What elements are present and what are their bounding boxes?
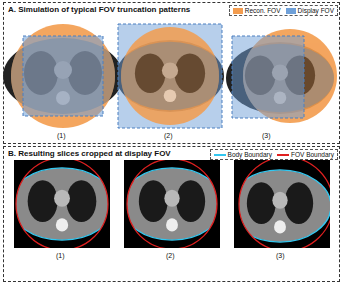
legend-box: Recon. FOV Display FOV: [229, 5, 338, 16]
panel-frame: B. Resulting slices cropped at display F…: [3, 146, 340, 282]
figure-number: (2): [166, 252, 175, 259]
legend-item: Body Boundary: [214, 151, 272, 158]
legend-text: Body Boundary: [228, 151, 272, 158]
legend-item: Display FOV: [286, 7, 334, 14]
panel-frame: A. Simulation of typical FOV truncation …: [3, 2, 340, 144]
legend-line-sample: [214, 152, 226, 158]
panel-title: A. Simulation of typical FOV truncation …: [8, 5, 190, 14]
panel-title: B. Resulting slices cropped at display F…: [8, 149, 171, 158]
figure-number: (1): [57, 132, 66, 139]
legend-swatch: [286, 8, 296, 14]
legend-swatch: [233, 8, 243, 14]
figure-number: (3): [262, 132, 271, 139]
legend-text: FOV Boundary: [291, 151, 334, 158]
legend-item: FOV Boundary: [277, 151, 334, 158]
legend-text: Display FOV: [298, 7, 334, 14]
legend-box: Body Boundary FOV Boundary: [210, 149, 338, 160]
figure-number: (2): [164, 132, 173, 139]
legend-text: Recon. FOV: [245, 7, 281, 14]
legend-item: Recon. FOV: [233, 7, 281, 14]
legend-line-sample: [277, 152, 289, 158]
figure-number: (3): [276, 252, 285, 259]
figure-number: (1): [56, 252, 65, 259]
